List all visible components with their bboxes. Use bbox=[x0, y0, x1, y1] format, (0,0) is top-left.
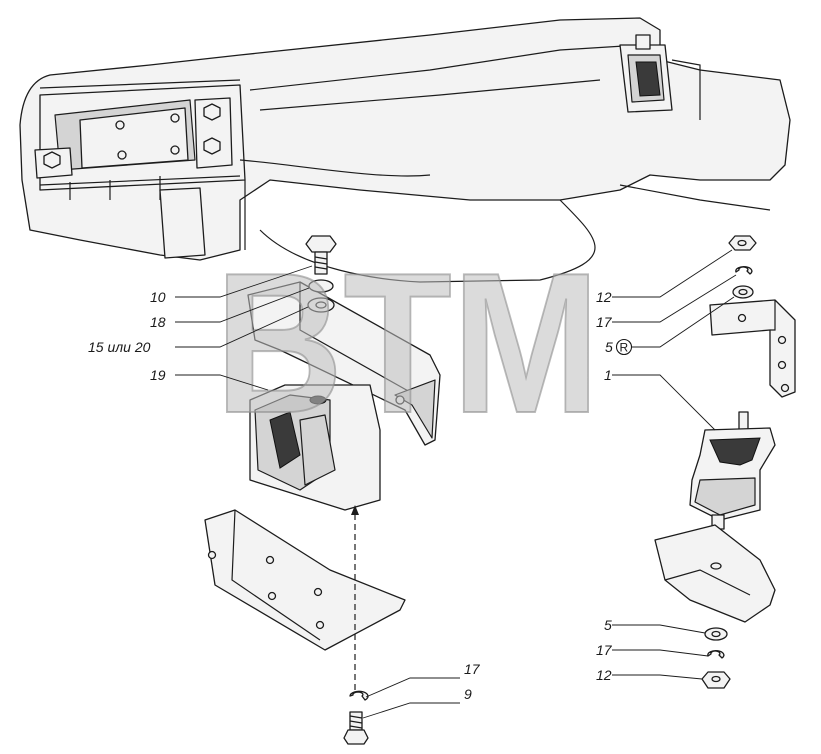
callout-10: 10 bbox=[150, 289, 166, 305]
registered-mark-text: R bbox=[620, 341, 629, 355]
callout-9: 9 bbox=[464, 686, 472, 702]
callout-12-bottom: 12 bbox=[596, 667, 612, 683]
left-support-bracket bbox=[247, 281, 441, 446]
axis-arrow bbox=[351, 505, 359, 515]
washer-17-top bbox=[735, 265, 753, 275]
leader-lines bbox=[175, 249, 737, 719]
bolt-10 bbox=[305, 235, 337, 275]
bolt-9 bbox=[343, 711, 369, 745]
right-bracket bbox=[709, 299, 796, 398]
callout-18: 18 bbox=[150, 314, 166, 330]
washer-18 bbox=[308, 279, 334, 293]
cushion-1 bbox=[689, 411, 776, 530]
right-lower-pad bbox=[654, 524, 776, 623]
registered-mark-icon: R bbox=[615, 338, 633, 356]
callout-17-top: 17 bbox=[596, 314, 613, 330]
watermark-text: BTM bbox=[215, 232, 600, 455]
callout-17-bottom-right: 17 bbox=[596, 642, 613, 658]
callout-15-or-20: 15 или 20 bbox=[88, 339, 151, 355]
washer-17-bottom-right bbox=[707, 649, 725, 659]
callout-19: 19 bbox=[150, 367, 166, 383]
cushion-19 bbox=[249, 384, 381, 511]
lower-bracket bbox=[204, 509, 406, 651]
frame-assembly bbox=[19, 17, 791, 283]
callout-5-top: 5 bbox=[605, 339, 613, 355]
washer-17-bottom-left bbox=[349, 690, 369, 701]
callout-1: 1 bbox=[604, 367, 612, 383]
callout-17-bottom-left: 17 bbox=[464, 661, 481, 677]
callout-5-bottom: 5 bbox=[604, 617, 612, 633]
callout-12-top: 12 bbox=[596, 289, 612, 305]
